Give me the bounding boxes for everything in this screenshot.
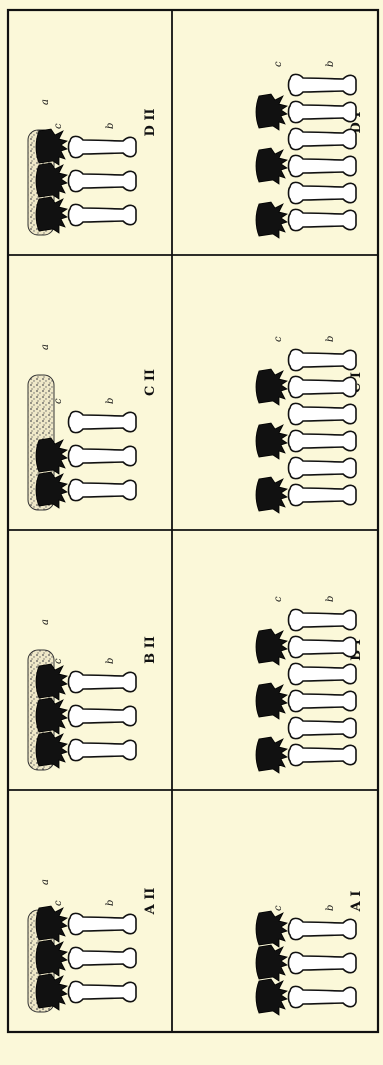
panel-marker: a (40, 619, 51, 625)
panel-marker: c (53, 658, 64, 664)
panel-marker: c (273, 905, 284, 911)
panel-marker: a (40, 879, 51, 885)
panel-marker: b (105, 398, 116, 404)
panel-marker: b (105, 123, 116, 129)
panel-label: C II (143, 369, 158, 396)
panel-label: D II (143, 109, 158, 137)
panel-marker: b (325, 596, 336, 602)
panel-marker: c (53, 900, 64, 906)
panel-marker: c (53, 398, 64, 404)
panel-label: B II (143, 636, 158, 664)
panel-marker: a (40, 99, 51, 105)
panel-marker: a (40, 344, 51, 350)
panel-marker: b (105, 900, 116, 906)
panel-marker: b (325, 61, 336, 67)
panel-label: A II (143, 888, 158, 916)
panel-marker: c (273, 336, 284, 342)
panel-marker: c (273, 61, 284, 67)
panel-marker: c (273, 596, 284, 602)
panel-marker: b (105, 658, 116, 664)
panel-marker: b (325, 905, 336, 911)
panel-marker: b (325, 336, 336, 342)
panel-marker: c (53, 123, 64, 129)
panel-label: A I (349, 891, 364, 913)
